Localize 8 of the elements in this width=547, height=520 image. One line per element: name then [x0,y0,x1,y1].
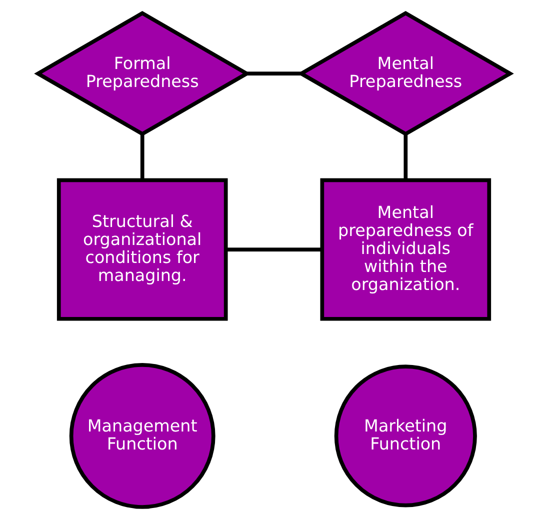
node-box: Mental preparedness of individuals within the organization. [320,178,491,321]
node-circle: Management Function [68,363,215,509]
node-box: Structural & organizational conditions for managing. [56,178,228,321]
connector [403,134,408,180]
node-circle: Marketing Function [334,364,476,508]
connector [140,134,144,180]
connector [246,72,301,76]
connector [226,248,322,252]
